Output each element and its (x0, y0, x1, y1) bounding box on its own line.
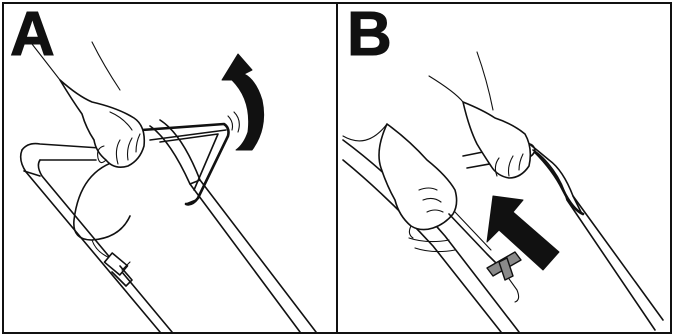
brake-bail-lever (535, 152, 583, 214)
upper-hand (429, 52, 530, 178)
panel-a: A (0, 0, 337, 336)
starter-grip (487, 252, 521, 280)
motion-marks (228, 112, 239, 132)
lower-hand (343, 124, 457, 238)
straight-arrow-icon (487, 196, 559, 270)
control-cable (74, 160, 130, 270)
mower-handle (21, 120, 316, 332)
panel-label-b: B (347, 4, 392, 66)
panel-label-a: A (10, 4, 55, 66)
panel-b: B (337, 0, 674, 336)
